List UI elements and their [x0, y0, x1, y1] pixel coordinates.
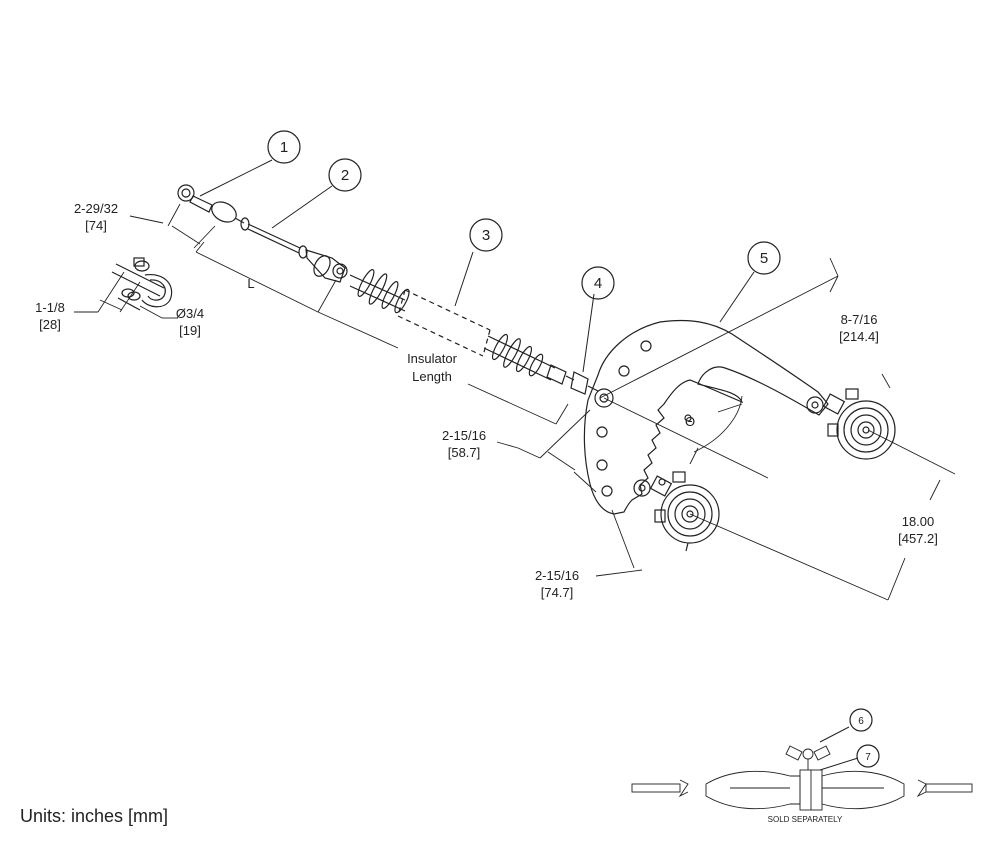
suspension-clamp-right — [806, 388, 896, 460]
svg-text:2-15/16: 2-15/16 — [535, 568, 579, 583]
svg-text:18.00: 18.00 — [902, 514, 935, 529]
svg-text:[58.7]: [58.7] — [448, 445, 481, 460]
balloon-labels: 1 2 3 4 5 6 7 — [280, 139, 871, 763]
svg-text:[28]: [28] — [39, 317, 61, 332]
svg-text:1-1/8: 1-1/8 — [35, 300, 65, 315]
svg-text:3: 3 — [482, 227, 490, 244]
anchor-shackle — [177, 184, 250, 231]
shackle-detail — [111, 257, 173, 311]
insulator — [349, 269, 567, 385]
svg-text:2-15/16: 2-15/16 — [442, 428, 486, 443]
svg-text:7: 7 — [865, 752, 871, 763]
yoke-plate — [583, 319, 829, 515]
svg-text:Ø3/4: Ø3/4 — [176, 306, 204, 321]
svg-text:[74.7]: [74.7] — [541, 585, 574, 600]
svg-text:[214.4]: [214.4] — [839, 329, 879, 344]
svg-text:1: 1 — [280, 139, 288, 156]
svg-text:[19]: [19] — [179, 323, 201, 338]
svg-text:2: 2 — [341, 167, 349, 184]
svg-text:L: L — [247, 276, 254, 291]
svg-text:Θ: Θ — [685, 414, 695, 429]
armor-rod-inset — [631, 745, 973, 811]
dimension-lines — [74, 203, 956, 601]
svg-text:5: 5 — [760, 250, 768, 267]
svg-text:Length: Length — [412, 369, 452, 384]
svg-text:Insulator: Insulator — [407, 351, 458, 366]
clevis-rod — [247, 223, 348, 283]
socket-link — [565, 371, 599, 395]
inset-caption: SOLD SEPARATELY — [768, 815, 843, 824]
svg-text:2-29/32: 2-29/32 — [74, 201, 118, 216]
balloon-circles — [267, 130, 880, 768]
svg-text:[74]: [74] — [85, 218, 107, 233]
svg-text:8-7/16: 8-7/16 — [841, 312, 878, 327]
svg-text:6: 6 — [858, 716, 864, 727]
dimension-labels: 2-29/32 [74] 1-1/8 [28] Ø3/4 [19] L Insu… — [35, 201, 938, 824]
svg-text:4: 4 — [594, 275, 602, 292]
svg-text:[457.2]: [457.2] — [898, 531, 938, 546]
units-note: Units: inches [mm] — [20, 806, 169, 826]
suspension-clamp-left — [633, 471, 720, 552]
leader-lines — [199, 159, 859, 771]
